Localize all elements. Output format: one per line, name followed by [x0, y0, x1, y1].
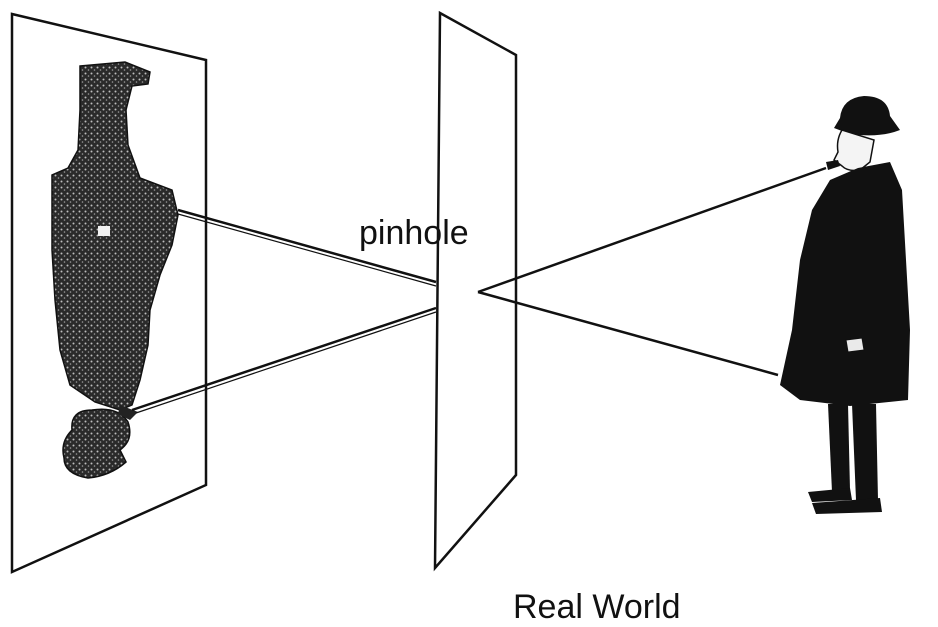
ray-head-to-pinhole	[477, 166, 827, 294]
ray-to-image-top	[177, 208, 437, 284]
ray-to-image-bottom	[131, 306, 437, 412]
real-world-label: Real World	[513, 588, 681, 626]
ray-to-image-bottom-shadow	[135, 311, 437, 414]
pinhole-plane	[433, 10, 518, 572]
ray-to-image-top-shadow	[177, 213, 437, 287]
ray-body-to-pinhole	[477, 290, 779, 377]
inverted-figure-image	[51, 61, 179, 479]
pinhole-label: pinhole	[359, 214, 469, 252]
light-rays	[131, 166, 827, 414]
man-figure	[780, 96, 910, 514]
